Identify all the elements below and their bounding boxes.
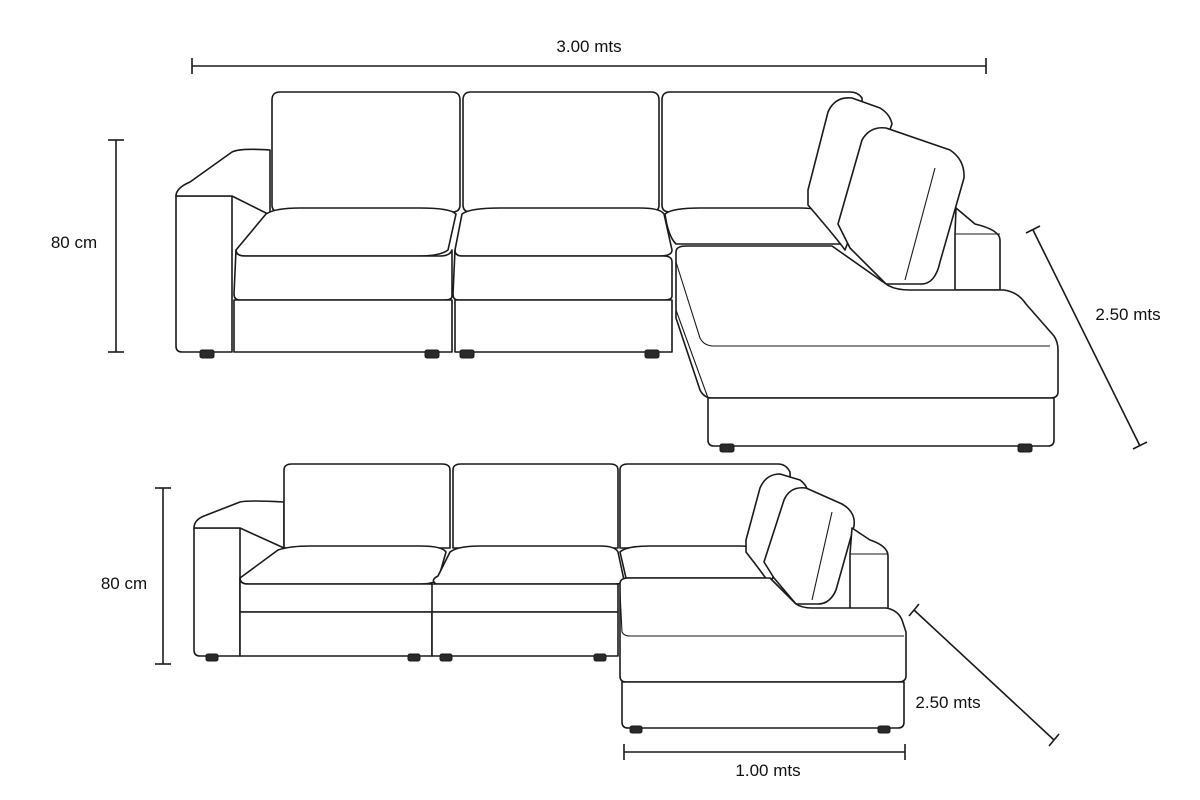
left-armrest-bottom [193, 500, 285, 657]
top-depth-label: 2.50 mts [1095, 305, 1160, 324]
bottom-height-label: 80 cm [101, 574, 147, 593]
top-width-label: 3.00 mts [556, 37, 621, 56]
sofa-bottom-drawing [193, 463, 907, 734]
bottom-chaise-width-label: 1.00 mts [735, 761, 800, 780]
sofa-base [233, 299, 673, 353]
bottom-depth-dimension: 2.50 mts [908, 603, 1060, 747]
seat-cushions [233, 207, 851, 301]
chaise-longue [675, 245, 1059, 447]
top-height-label: 80 cm [51, 233, 97, 252]
back-cushions [271, 91, 866, 213]
top-depth-dimension: 2.50 mts [1025, 225, 1161, 450]
top-width-dimension: 3.00 mts [191, 37, 987, 74]
bottom-depth-label: 2.50 mts [915, 693, 980, 712]
sofa-feet [199, 349, 1033, 453]
corner-back-cushions-bottom [745, 473, 856, 605]
sofa-top-drawing [175, 91, 1059, 453]
top-height-dimension: 80 cm [51, 139, 124, 353]
chaise-longue-bottom [619, 577, 907, 729]
seat-cushions-bottom [239, 545, 783, 613]
left-armrest [175, 148, 271, 353]
bottom-chaise-width-dimension: 1.00 mts [623, 744, 906, 780]
right-armrest-bottom [849, 527, 889, 617]
sofa-base-bottom [239, 611, 619, 657]
bottom-height-dimension: 80 cm [101, 487, 171, 665]
back-cushions-bottom [283, 463, 793, 549]
sofa-feet-bottom [205, 653, 891, 734]
right-armrest [954, 207, 1001, 291]
corner-back-cushions [807, 96, 965, 285]
